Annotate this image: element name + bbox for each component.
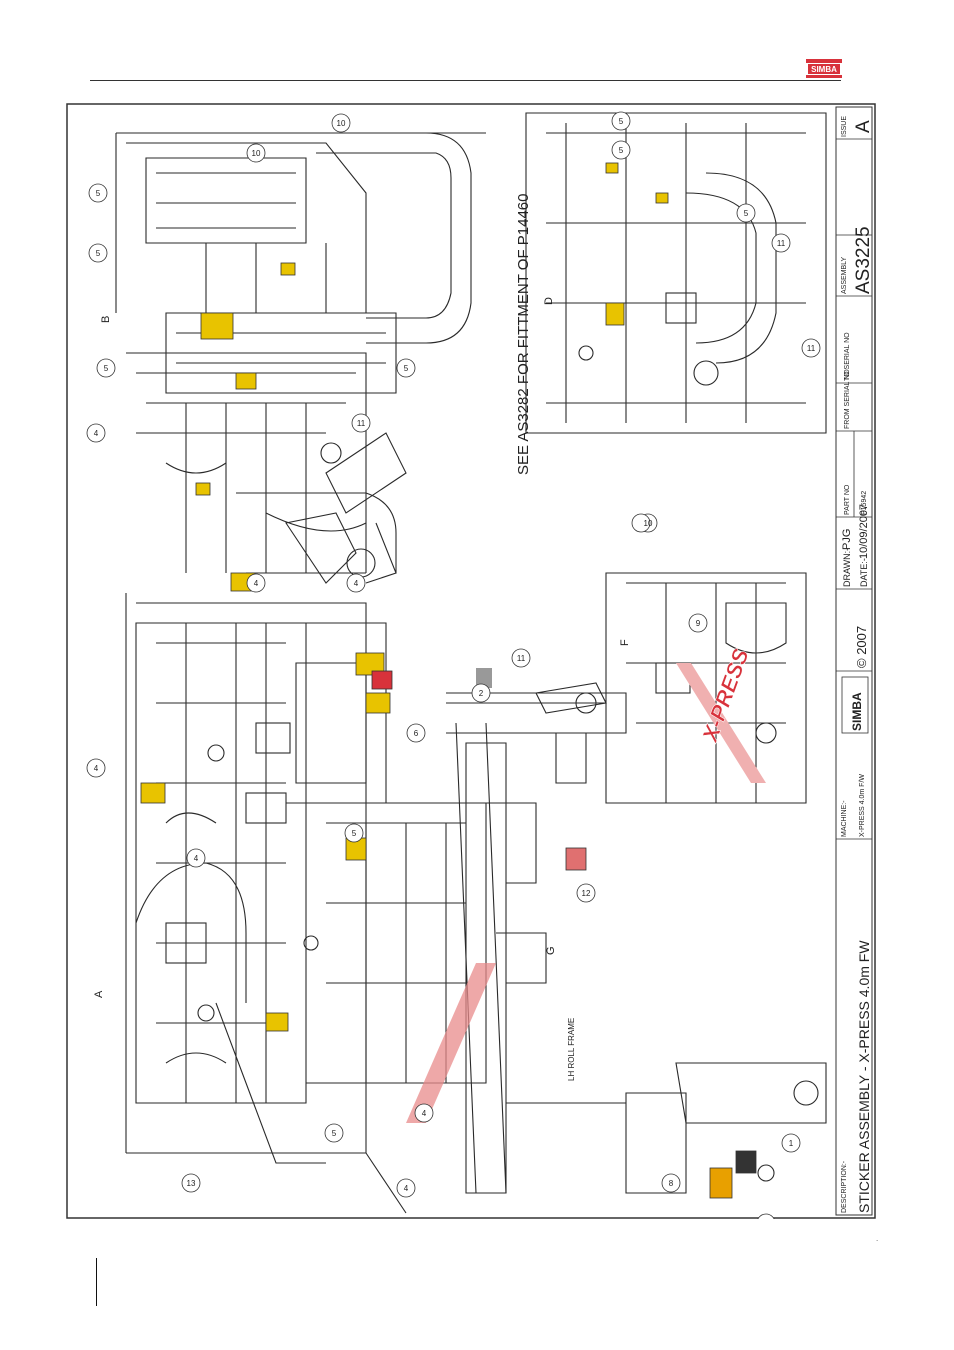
- balloon-number: 5: [619, 146, 624, 155]
- balloon-number: 5: [744, 209, 749, 218]
- balloon-number: 4: [404, 1184, 409, 1193]
- xpress-decal: [676, 663, 766, 783]
- date-value: 10/09/2007: [858, 504, 870, 559]
- balloon-number: 9: [696, 619, 701, 628]
- balloon-number: 8: [669, 1179, 674, 1188]
- balloon-number: 4: [354, 579, 359, 588]
- warning-sticker: [365, 692, 391, 714]
- simba-logo: SIMBA: [806, 59, 842, 78]
- part-no-label: PART NO: [844, 484, 851, 515]
- balloon-numbers: 5 5 5 4 10 10 5 11 4 4 4 4 5 4 5 4 13 6 …: [94, 117, 816, 1193]
- balloon-number: 4: [194, 854, 199, 863]
- date-label: DATE:-: [859, 558, 869, 587]
- description-value: STICKER ASSEMBLY - X-PRESS 4.0m FW: [856, 940, 872, 1213]
- sticker-decals: X-PRESS: [140, 162, 766, 1199]
- balloon-number: 11: [777, 239, 786, 248]
- warning-sticker: [655, 192, 669, 204]
- fitment-note: SEE AS3282 FOR FITTMENT OF P14460: [515, 194, 532, 476]
- balloon-number: 5: [332, 1129, 337, 1138]
- red-sticker: [371, 670, 393, 690]
- page-dot: .: [876, 1234, 879, 1243]
- balloon-number: 12: [582, 889, 591, 898]
- warning-sticker: [235, 372, 257, 390]
- balloon-number: 5: [96, 189, 101, 198]
- balloon-number: 10: [644, 519, 653, 528]
- drawn-value: PJG: [841, 529, 853, 550]
- description-label: DESCRIPTION:-: [841, 1160, 848, 1213]
- machine-value: X-PRESS 4.0m F/W: [859, 774, 866, 837]
- copyright: © 2007: [854, 626, 869, 668]
- balloon-number: 10: [252, 149, 261, 158]
- warning-sticker: [355, 652, 385, 676]
- warning-sticker: [280, 262, 296, 276]
- lh-roll-frame-label: LH ROLL FRAME: [567, 1018, 576, 1081]
- balloon-number: 5: [404, 364, 409, 373]
- balloon-number: 4: [94, 764, 99, 773]
- machine-label: MACHINE:-: [841, 800, 848, 837]
- warning-sticker: [605, 162, 619, 174]
- machine-linework: [115, 112, 827, 1214]
- footer-rule: [96, 1258, 97, 1306]
- balloon-number: 13: [187, 1179, 196, 1188]
- balloon-number: 4: [94, 429, 99, 438]
- warning-sticker: [195, 482, 211, 496]
- balloon-number: 11: [357, 419, 366, 428]
- balloon-number: 11: [807, 344, 816, 353]
- view-label-f: F: [619, 639, 631, 646]
- balloon-number: 5: [619, 117, 624, 126]
- assembly-label: ASSEMBLY: [841, 256, 848, 294]
- warning-sticker: [140, 782, 166, 804]
- warning-sticker: [265, 1012, 289, 1032]
- balloon-number: 5: [352, 829, 357, 838]
- black-sticker: [735, 1150, 757, 1174]
- assembly-value: AS3225: [853, 226, 874, 294]
- part-no-value: P15942: [861, 491, 868, 515]
- view-label-g: G: [545, 946, 557, 955]
- to-serial-label: TO SERIAL NO: [844, 332, 851, 381]
- balloon-number: 4: [254, 579, 259, 588]
- view-label-a: A: [93, 990, 105, 998]
- balloon-callouts: [86, 111, 821, 1219]
- issue-value: A: [853, 120, 874, 133]
- balloon-number: 11: [517, 654, 526, 663]
- balloon-number: 2: [479, 689, 484, 698]
- from-serial-label: FROM SERIAL NO: [844, 369, 851, 429]
- warning-sticker: [605, 302, 625, 326]
- warning-sticker: [709, 1167, 733, 1199]
- grey-sticker: [476, 668, 492, 688]
- drawn-label: DRAWN:-: [842, 548, 852, 587]
- title-block-logo: SIMBA: [841, 676, 869, 734]
- drawing-border: [66, 103, 876, 1219]
- sticker-assembly-drawing: X-PRESS 5 5 5 4 10 10 5 11 4 4 4 4 5 4 5…: [66, 103, 876, 1219]
- balloon-number: 6: [414, 729, 419, 738]
- roll-frame-decal: [406, 963, 496, 1123]
- balloon-number: 5: [96, 249, 101, 258]
- logo-text: SIMBA: [811, 65, 837, 74]
- header-rule: [90, 80, 841, 81]
- balloon-number: 1: [789, 1139, 794, 1148]
- issue-label: ISSUE: [841, 116, 848, 137]
- warning-sticker: [200, 312, 234, 340]
- balloon-number: 4: [422, 1109, 427, 1118]
- balloon-number: 10: [337, 119, 346, 128]
- view-label-d: D: [543, 297, 555, 305]
- view-labels: A B D F G: [93, 297, 631, 998]
- title-block: DESCRIPTION:- STICKER ASSEMBLY - X-PRESS…: [835, 106, 874, 1216]
- view-label-b: B: [100, 316, 112, 323]
- title-block-logo-text: SIMBA: [850, 692, 864, 731]
- balloon-number: 5: [104, 364, 109, 373]
- red-sticker: [565, 847, 587, 871]
